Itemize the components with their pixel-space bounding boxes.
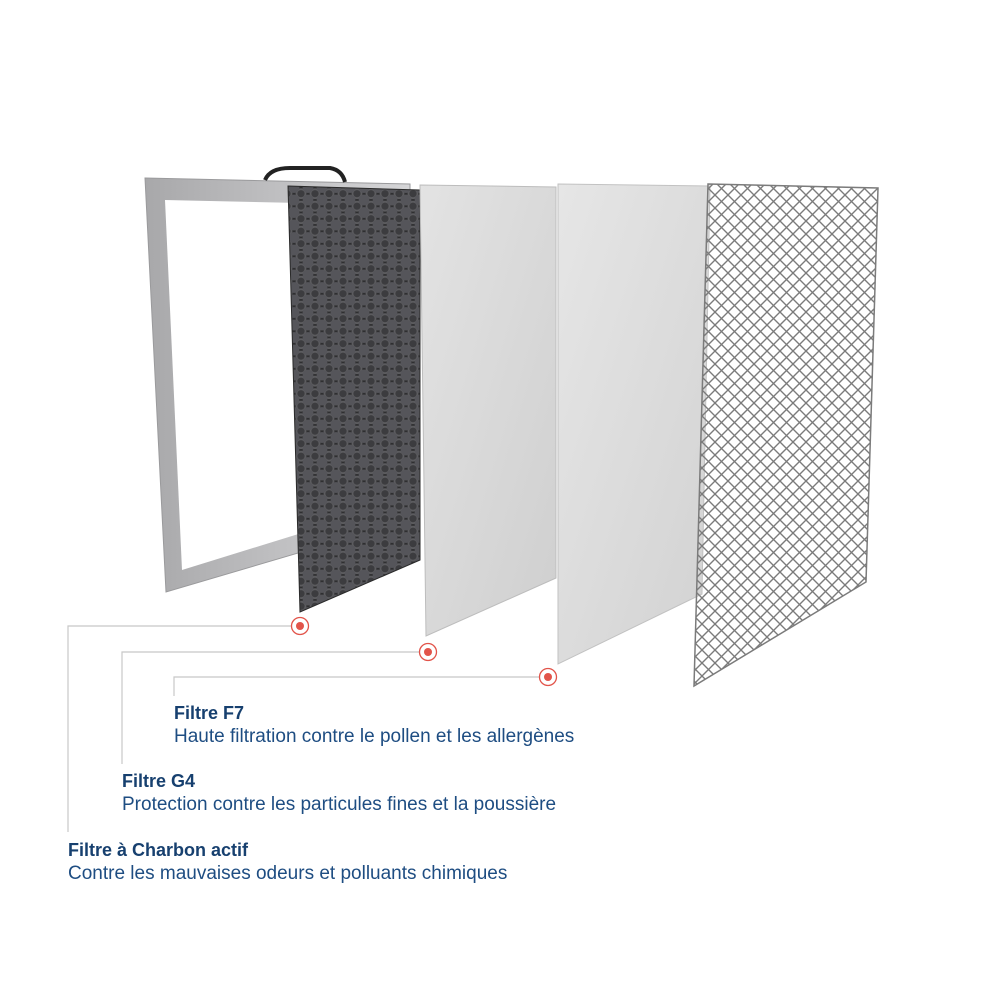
label-f7: Filtre F7 Haute filtration contre le pol… — [174, 702, 574, 750]
label-description: Contre les mauvaises odeurs et polluants… — [68, 863, 508, 884]
label-title: Filtre à Charbon actif — [68, 840, 249, 860]
mesh-prefilter-panel — [693, 183, 879, 688]
f7-filter-panel — [557, 183, 711, 665]
label-description: Haute filtration contre le pollen et les… — [174, 726, 575, 747]
label-title: Filtre F7 — [174, 703, 245, 723]
callout-lines — [67, 625, 548, 832]
label-charbon: Filtre à Charbon actif Contre les mauvai… — [68, 839, 507, 887]
callout-dot-icon — [290, 616, 310, 636]
label-description: Protection contre les particules fines e… — [122, 794, 557, 815]
g4-filter-panel — [419, 184, 557, 637]
callout-dot-icon — [418, 642, 438, 662]
label-g4: Filtre G4 Protection contre les particul… — [122, 770, 556, 818]
callout-dot-icon — [538, 667, 558, 687]
carbon-filter-panel — [287, 185, 421, 613]
label-title: Filtre G4 — [122, 771, 196, 791]
